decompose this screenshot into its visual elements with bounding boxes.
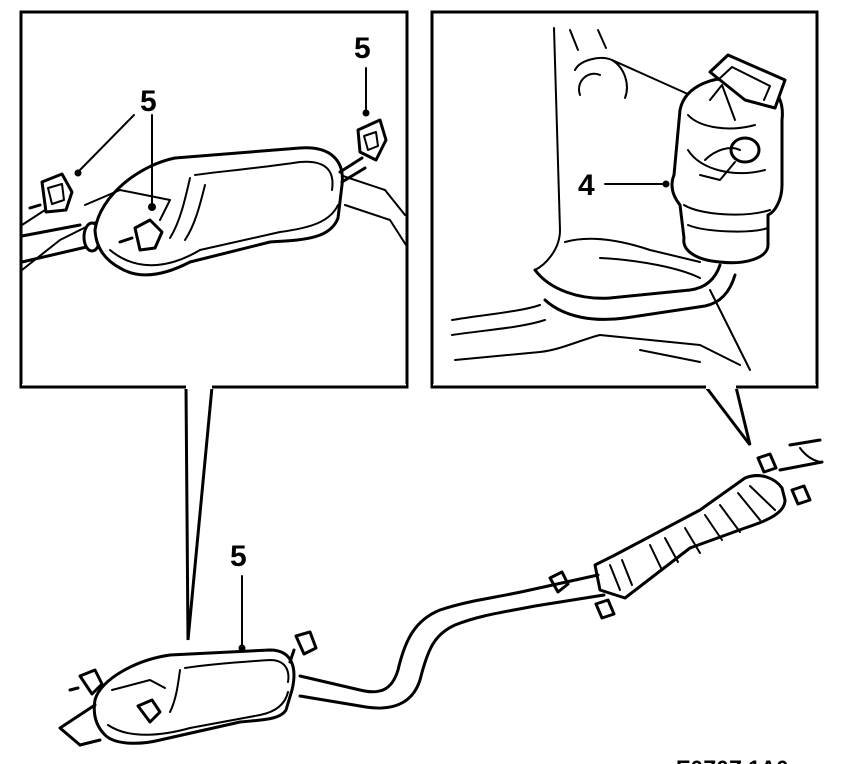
- detail-panel-muffler: 5 5: [19, 10, 409, 641]
- detail-panel-hanger: 4: [430, 10, 819, 446]
- detail-pointer-right: [704, 386, 752, 446]
- rubber-hanger-top: [356, 118, 388, 162]
- figure-code: E0Z0Z 1A0: [676, 756, 789, 764]
- callout-4: 4: [578, 169, 595, 202]
- rear-muffler: [92, 648, 296, 745]
- detail-pointer-left: [184, 386, 214, 641]
- callout-5-top: 5: [354, 32, 371, 65]
- exhaust-system-main: 5 E0Z0Z 1A0: [58, 438, 824, 764]
- callout-5-main: 5: [230, 540, 247, 573]
- rubber-hanger-left: [40, 172, 74, 214]
- callout-5-left: 5: [140, 85, 157, 118]
- center-mount-bolt: [133, 218, 164, 252]
